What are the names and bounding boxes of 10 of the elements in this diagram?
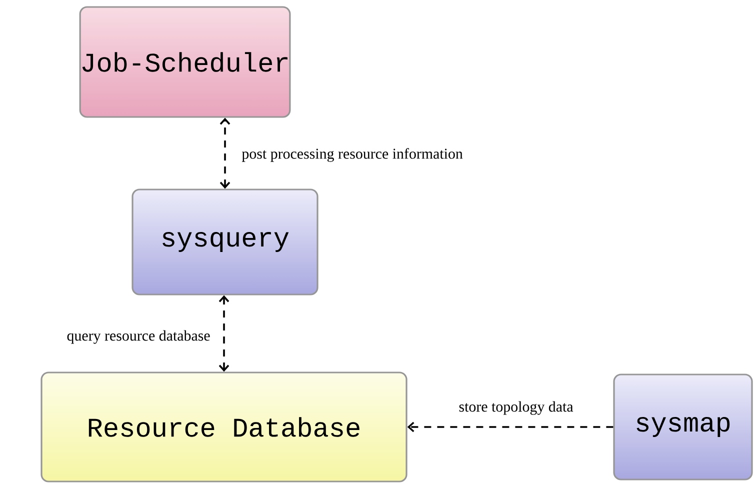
process-box: sysquery (132, 188, 318, 296)
process-box: Job-Scheduler (79, 6, 291, 118)
edge-label: post processing resource information (240, 146, 464, 164)
arrow (218, 295, 230, 372)
process-box: sysmap (613, 374, 753, 480)
arrow (407, 422, 614, 432)
edge-label: store topology data (457, 400, 575, 416)
arrow (220, 118, 230, 189)
process-box: Resource Database (40, 372, 408, 482)
edge-label: query resource database (65, 328, 212, 346)
